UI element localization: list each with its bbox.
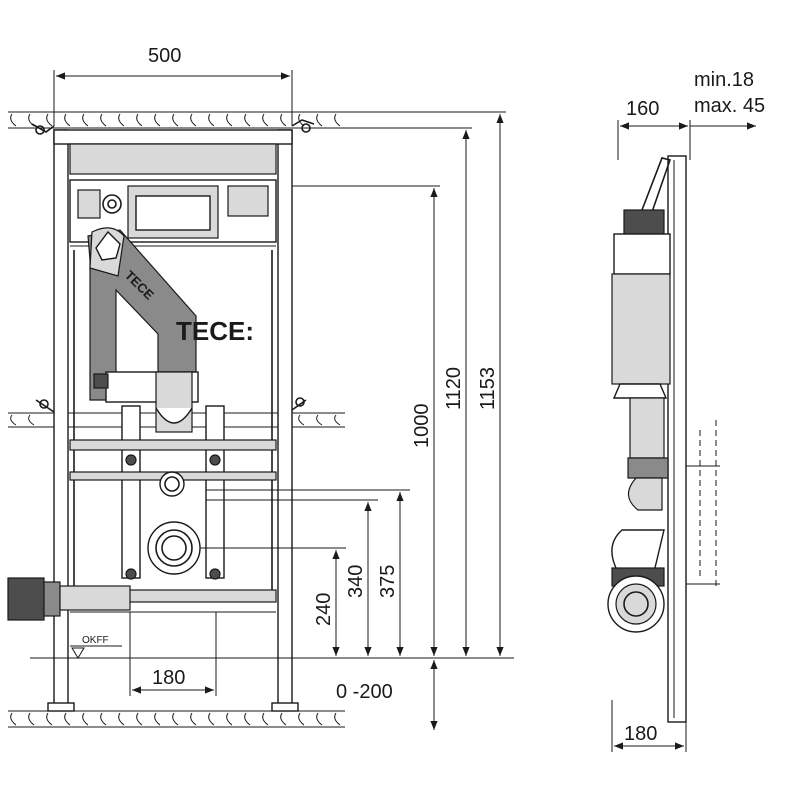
- dim-width-500: 500: [53, 45, 293, 126]
- dim-340-label: 340: [345, 565, 367, 598]
- dim-1000-label: 1000: [411, 404, 433, 449]
- dim-1153-label: 1153: [477, 367, 499, 410]
- dim-min-label: min.18: [694, 69, 754, 91]
- dim-height-1000: 1000: [411, 188, 438, 656]
- dim-height-240: 240: [313, 550, 340, 656]
- dim-1120-label: 1120: [443, 367, 465, 410]
- floor-hatch: [8, 710, 345, 728]
- dim-max-label: max. 45: [694, 95, 765, 117]
- okff-marker: OKFF: [70, 635, 122, 659]
- dim-height-1153: 1153: [477, 114, 504, 656]
- dim-height-1120: 1120: [443, 130, 470, 656]
- tece-logo-text: TECE:: [176, 316, 254, 346]
- dim-width-180-front: 180: [129, 612, 217, 696]
- dim-0-200-label: 0 -200: [336, 681, 393, 703]
- okff-label: OKFF: [82, 635, 109, 646]
- dim-range-0-200: 0 -200: [336, 660, 438, 730]
- dim-180-side-label: 180: [624, 723, 657, 745]
- side-view-frame: [607, 155, 720, 723]
- dim-160-label: 160: [626, 98, 659, 120]
- dim-height-340: 340: [345, 502, 372, 656]
- wall-top-hatch: [8, 111, 345, 129]
- dim-height-375: 375: [377, 492, 404, 656]
- dim-min-max: min.18 max. 45: [690, 69, 765, 130]
- dim-180-front-label: 180: [152, 667, 185, 689]
- reference-lines: [30, 111, 514, 659]
- dim-500-label: 500: [148, 45, 181, 67]
- dim-width-180-side: 180: [611, 700, 687, 752]
- dim-375-label: 375: [377, 565, 399, 598]
- dim-240-label: 240: [313, 593, 335, 626]
- dim-depth-160: 160: [617, 98, 691, 160]
- front-view-frame: [7, 119, 315, 712]
